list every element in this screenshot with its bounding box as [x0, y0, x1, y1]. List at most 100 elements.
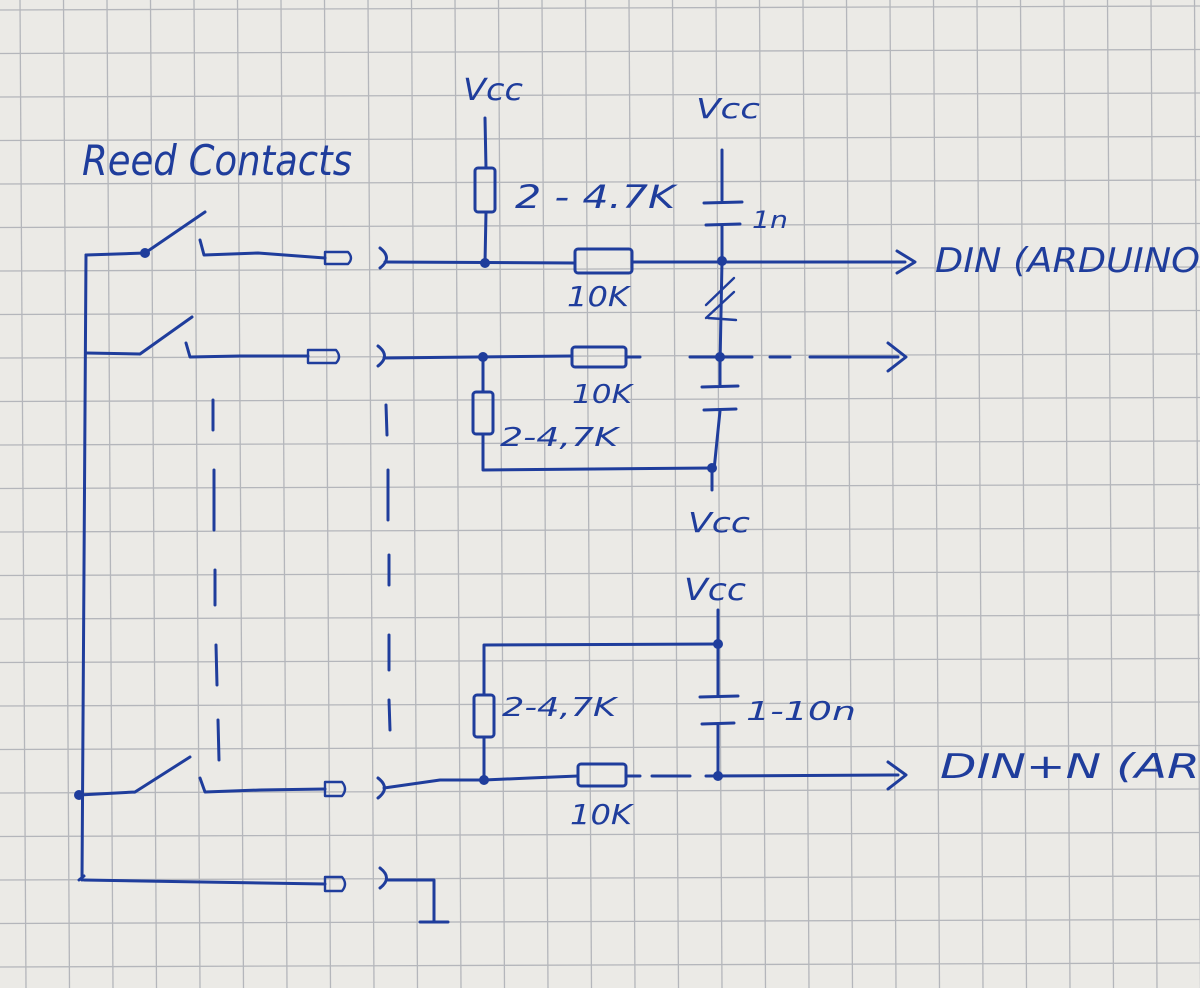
pullup-resistor-3-label: 2-4,7K [502, 693, 619, 723]
grid-line-vertical [62, 0, 71, 988]
common-bus-wire [80, 253, 88, 882]
capacitor-3-label: 1-10n [746, 697, 856, 727]
schematic-labels: Reed Contacts Vcc Vcc 2 - 4.7K 1n 10K DI… [82, 73, 1200, 831]
grid-line-horizontal [0, 396, 1200, 403]
row-1-to-row-2-wire [718, 259, 724, 367]
vcc-label-3: Vcc [688, 506, 751, 539]
grid-line-horizontal [0, 788, 1200, 794]
circuit-wiring [74, 116, 917, 924]
grid-line-horizontal [0, 657, 1200, 664]
series-resistor-2-label: 10K [572, 380, 634, 410]
row-1-output-arrow [895, 249, 917, 275]
grid-line-horizontal [0, 135, 1200, 142]
crossing-marks [704, 276, 738, 322]
series-resistor-1-label: 10K [567, 280, 632, 313]
grid-line-vertical [367, 0, 375, 988]
output-1-label: DIN (ARDUINO [935, 241, 1200, 281]
grid-line-vertical [802, 0, 810, 988]
output-3-label: DIN+N (AR [940, 747, 1200, 787]
grid-line-vertical [1106, 0, 1115, 988]
reed-switch-3 [77, 755, 327, 797]
grid-line-horizontal [0, 309, 1200, 316]
bus-stub-bottom [77, 874, 86, 882]
connector-1-socket [378, 246, 388, 270]
row-3-junction-b [713, 771, 723, 781]
grid-line-horizontal [0, 48, 1200, 55]
grid-line-vertical [1019, 0, 1028, 988]
grid-line-horizontal [0, 744, 1200, 751]
connector-2-socket [376, 344, 386, 368]
capacitor-1 [702, 200, 744, 263]
reed-switch-1 [84, 210, 327, 260]
grid-line-vertical [541, 0, 549, 988]
row-3-output-arrow [886, 760, 908, 791]
capacitor-3 [698, 642, 740, 780]
grid-line-horizontal [0, 701, 1200, 707]
grid-line-horizontal [0, 831, 1200, 838]
grid-line-vertical [758, 0, 767, 988]
capacitor-1-label: 1n [752, 206, 788, 234]
grid-line-vertical [193, 0, 201, 988]
dashed-continuation-switches [211, 398, 221, 762]
grid-line-horizontal [0, 179, 1200, 185]
grid-line-horizontal [0, 440, 1200, 446]
connector-2-plug [306, 348, 341, 365]
grid-line-horizontal [0, 483, 1200, 490]
row-3-junction-a [479, 775, 489, 785]
grid-line-vertical [236, 0, 245, 988]
grid-line-vertical [106, 0, 114, 988]
connector-3-plug [323, 780, 347, 798]
series-resistor-3-label: 10K [570, 798, 635, 831]
connector-1-plug [323, 250, 353, 266]
grid-line-vertical [149, 0, 158, 988]
ground-wire [386, 878, 436, 924]
grid-line-vertical [845, 0, 854, 988]
grid-line-vertical [932, 0, 941, 988]
grid-line-vertical [323, 0, 332, 988]
grid-line-vertical [889, 0, 897, 988]
row-2-output-arrow [886, 341, 908, 373]
grid-line-horizontal [0, 962, 1200, 968]
ground-bus-wire [82, 878, 327, 886]
vcc-1-wire [483, 116, 488, 170]
pullup-resistor-1-label: 2 - 4.7K [515, 178, 679, 216]
pullup-resistor-1-lead [483, 210, 488, 265]
pullup-resistor-2-loop [481, 432, 714, 472]
grid-line-vertical [671, 0, 680, 988]
reed-switch-1-pivot [140, 248, 150, 258]
vcc-label-4: Vcc [684, 573, 747, 608]
vcc-label-2: Vcc [696, 92, 761, 125]
grid-line-vertical [280, 0, 288, 988]
grid-line-horizontal [0, 918, 1200, 925]
pullup-resistor-2-label: 2-4,7K [500, 423, 621, 453]
grid-line-vertical [1150, 0, 1158, 988]
grid-line-vertical [628, 0, 636, 988]
grid-line-vertical [1063, 0, 1071, 988]
dashed-continuation-connectors [384, 403, 392, 732]
grid-line-horizontal [0, 614, 1200, 620]
grid-line-horizontal [0, 875, 1200, 881]
grid-line-horizontal [0, 222, 1200, 229]
grid-line-vertical [19, 0, 27, 988]
row-3-output-wire [624, 773, 900, 778]
reed-switch-2 [84, 315, 310, 359]
grid-line-horizontal [0, 570, 1200, 577]
grid-line-horizontal [0, 5, 1200, 11]
grid-line-vertical [584, 0, 593, 988]
pullup-resistor-3-loop [482, 642, 720, 697]
grid-line-vertical [715, 0, 723, 988]
grid-line-horizontal [0, 527, 1200, 533]
row-1-signal-wire [383, 260, 577, 265]
capacitor-2 [700, 355, 740, 472]
grid-line-vertical [497, 0, 506, 988]
grid-line-horizontal [0, 266, 1200, 272]
title-label: Reed Contacts [82, 136, 352, 185]
grid-line-horizontal [0, 92, 1200, 98]
connector-4-plug [323, 875, 347, 893]
connector-4-socket [378, 866, 388, 890]
vcc-label-1: Vcc [463, 73, 524, 108]
grid-line-vertical [454, 0, 462, 988]
grid-line-vertical [410, 0, 419, 988]
